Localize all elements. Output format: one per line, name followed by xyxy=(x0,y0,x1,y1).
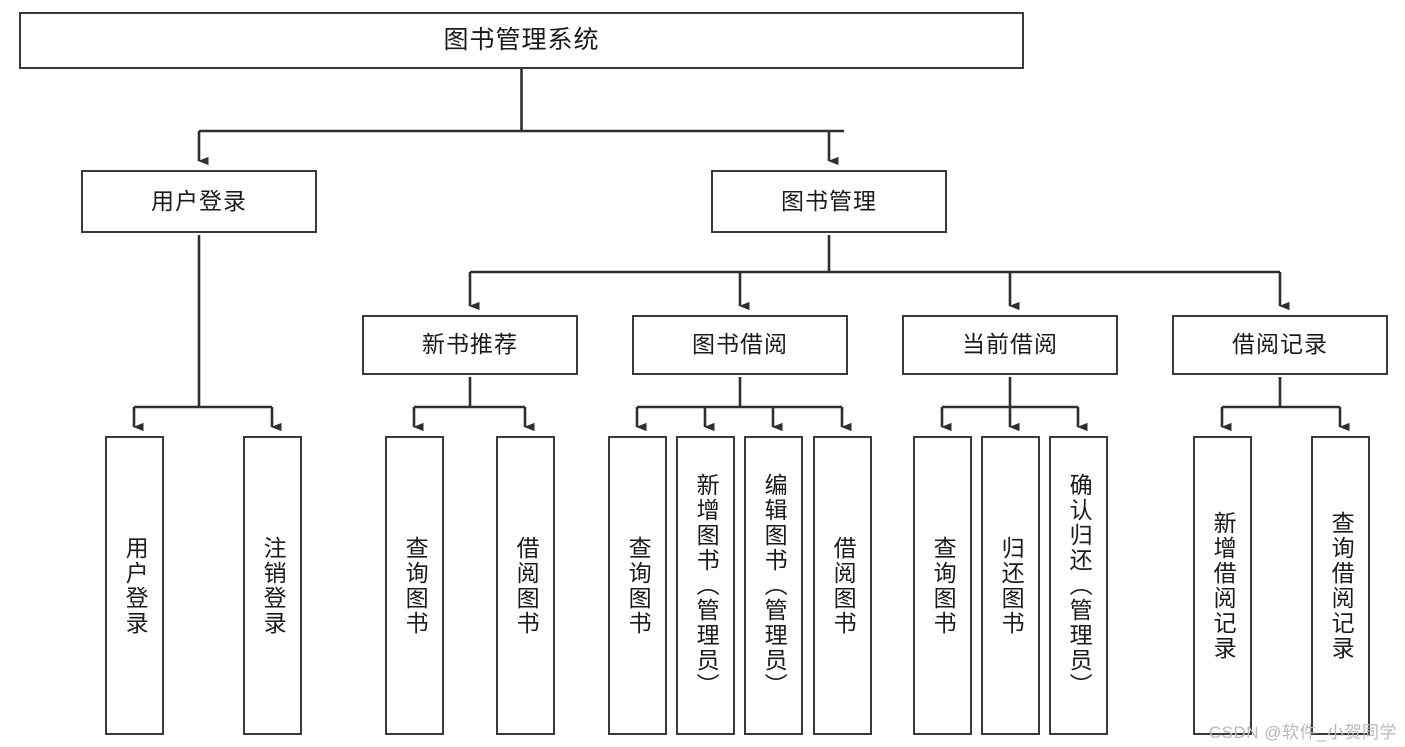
leaf-book-borrow-edit-book-admin[interactable]: 编辑图书（管理员） xyxy=(744,436,803,735)
node-label: 借阅图书 xyxy=(513,535,540,636)
node-label: 借阅记录 xyxy=(1232,331,1328,358)
node-label: 用户登录 xyxy=(122,535,149,636)
node-label: 借阅图书 xyxy=(830,535,857,636)
node-label: 编辑图书（管理员） xyxy=(761,473,788,698)
leaf-book-borrow-query-book[interactable]: 查询图书 xyxy=(608,436,667,735)
leaf-current-borrow-query-book[interactable]: 查询图书 xyxy=(913,436,972,735)
node-current-borrow[interactable]: 当前借阅 xyxy=(902,315,1118,375)
leaf-user-login-login[interactable]: 用户登录 xyxy=(105,436,164,735)
node-book-management[interactable]: 图书管理 xyxy=(711,170,947,233)
node-label: 图书管理 xyxy=(781,187,877,214)
node-label: 归还图书 xyxy=(998,535,1025,636)
node-label: 查询借阅记录 xyxy=(1328,510,1355,661)
node-borrow-record[interactable]: 借阅记录 xyxy=(1172,315,1388,375)
node-label: 确认归还（管理员） xyxy=(1066,473,1093,698)
leaf-user-login-logout[interactable]: 注销登录 xyxy=(243,436,302,735)
node-label: 图书管理系统 xyxy=(443,25,600,54)
node-label: 注销登录 xyxy=(260,535,287,636)
leaf-new-book-query-book[interactable]: 查询图书 xyxy=(385,436,444,735)
leaf-current-borrow-return-book[interactable]: 归还图书 xyxy=(981,436,1040,735)
leaf-borrow-record-add-record[interactable]: 新增借阅记录 xyxy=(1193,436,1252,735)
node-book-borrow[interactable]: 图书借阅 xyxy=(632,315,848,375)
node-label: 查询图书 xyxy=(625,535,652,636)
leaf-book-borrow-borrow-book[interactable]: 借阅图书 xyxy=(813,436,872,735)
node-new-book-recommend[interactable]: 新书推荐 xyxy=(362,315,578,375)
node-label: 新增图书（管理员） xyxy=(693,473,720,698)
node-label: 图书借阅 xyxy=(692,331,788,358)
leaf-new-book-borrow-book[interactable]: 借阅图书 xyxy=(496,436,555,735)
node-label: 用户登录 xyxy=(151,187,247,214)
leaf-borrow-record-query-record[interactable]: 查询借阅记录 xyxy=(1311,436,1370,735)
csdn-watermark: CSDN @软件_小贺同学 xyxy=(1208,723,1397,742)
node-label: 新书推荐 xyxy=(422,331,518,358)
node-label: 查询图书 xyxy=(930,535,957,636)
node-root-book-management-system[interactable]: 图书管理系统 xyxy=(19,12,1024,69)
node-label: 查询图书 xyxy=(402,535,429,636)
leaf-book-borrow-add-book-admin[interactable]: 新增图书（管理员） xyxy=(676,436,735,735)
node-label: 新增借阅记录 xyxy=(1210,510,1237,661)
node-user-login[interactable]: 用户登录 xyxy=(81,170,317,233)
leaf-current-borrow-confirm-return-admin[interactable]: 确认归还（管理员） xyxy=(1049,436,1108,735)
node-label: 当前借阅 xyxy=(962,331,1058,358)
